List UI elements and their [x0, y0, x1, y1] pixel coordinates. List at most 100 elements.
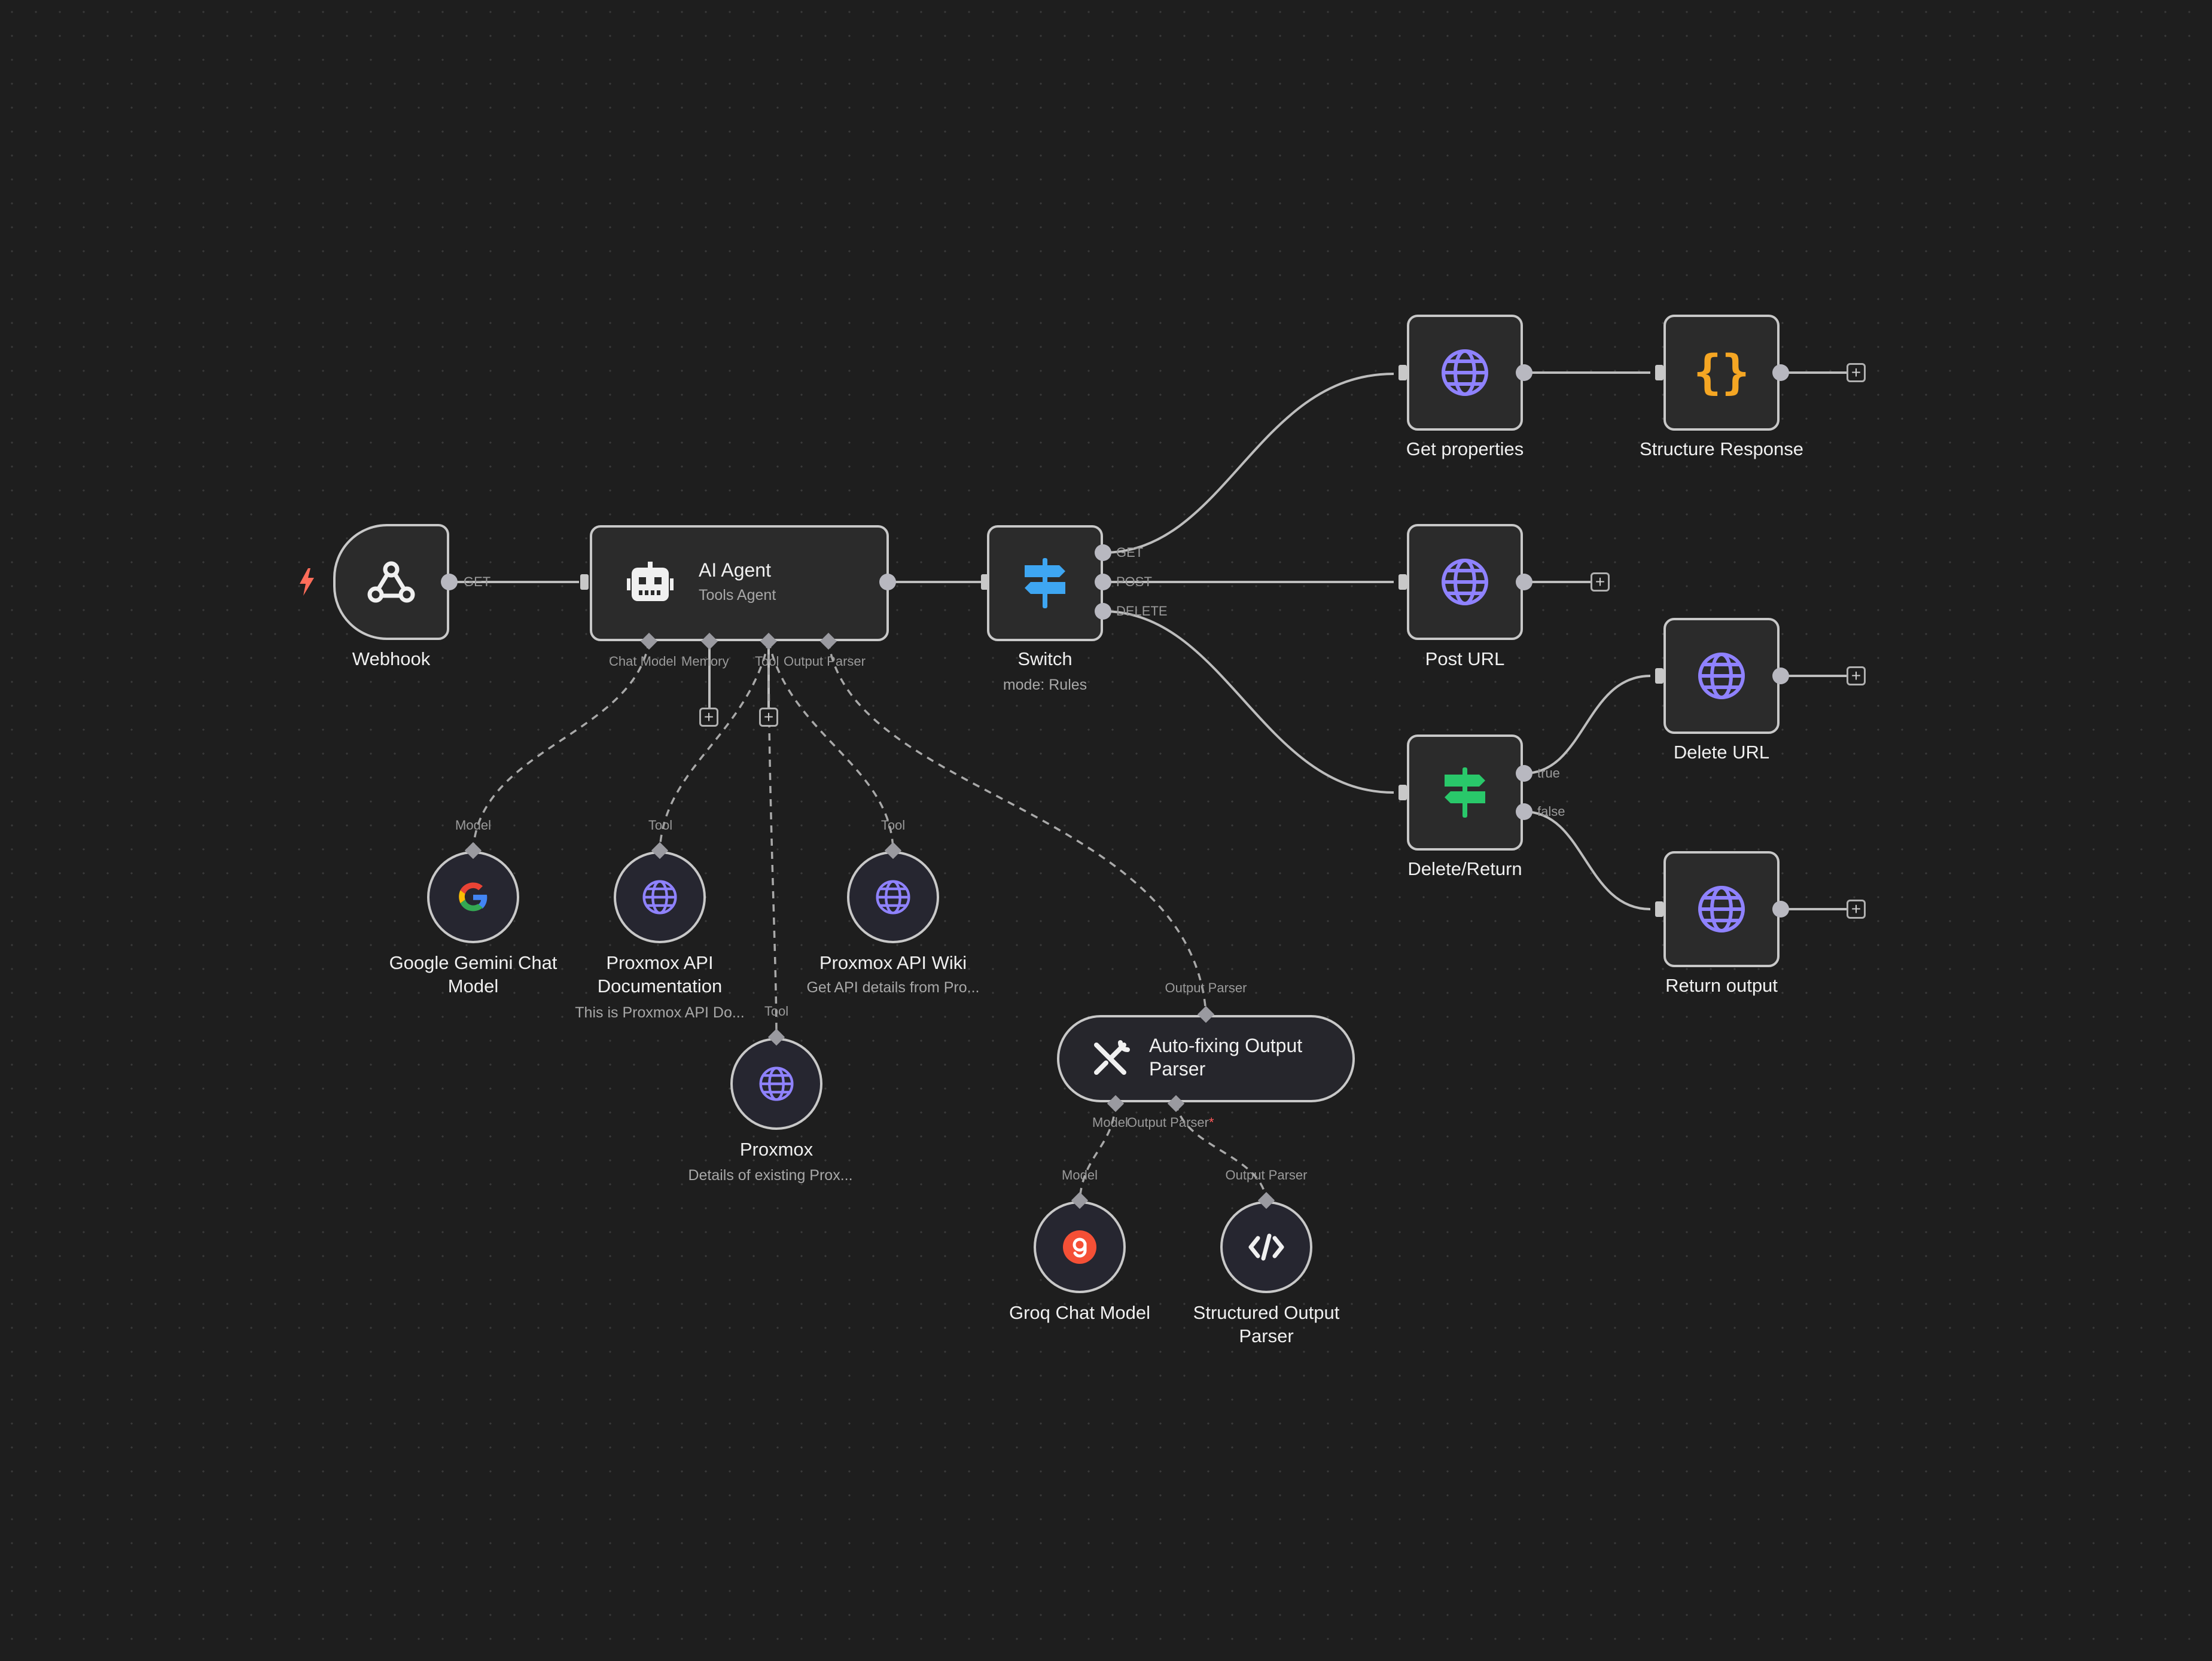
switch-get-port[interactable]: [1095, 544, 1111, 561]
autofix-label: Auto-fixing Output Parser: [1149, 1035, 1303, 1080]
robot-icon: [626, 559, 675, 608]
autofix-port-model: Model: [1092, 1115, 1128, 1130]
groq-icon: [1036, 1203, 1123, 1291]
switch-out-post: POST: [1116, 574, 1152, 589]
get-properties-output-port[interactable]: [1516, 364, 1532, 381]
structure-response-node[interactable]: {}: [1663, 315, 1780, 431]
webhook-out-label: GET: [464, 574, 491, 589]
delete-return-true-port[interactable]: [1516, 765, 1532, 782]
groq-port-label: Model: [1062, 1168, 1098, 1182]
delete-url-add-button[interactable]: +: [1847, 666, 1866, 685]
edge-switch-delete[interactable]: [1102, 610, 1394, 794]
agent-input-port[interactable]: [580, 574, 589, 590]
webhook-icon: [336, 526, 447, 638]
switch-sublabel: mode: Rules: [1003, 676, 1087, 693]
delete-return-out-true: true: [1537, 766, 1560, 781]
get-properties-input-port[interactable]: [1399, 365, 1407, 380]
proxmox-sublabel: Details of existing Prox...: [688, 1167, 853, 1184]
proxmox-doc-node[interactable]: [614, 851, 706, 943]
agent-port-memory: Memory: [681, 654, 729, 669]
delete-return-node[interactable]: [1407, 735, 1523, 851]
tools-icon: [1088, 1037, 1134, 1082]
agent-port-chatmodel: Chat Model: [609, 654, 677, 669]
edge-proxmox-tool[interactable]: [767, 641, 778, 1037]
google-icon: [429, 854, 517, 941]
signpost-icon: [989, 528, 1101, 639]
structured-parser-node[interactable]: [1220, 1201, 1312, 1293]
doc-sublabel: This is Proxmox API Do...: [575, 1004, 745, 1021]
structured-port-label: Output Parser: [1225, 1168, 1308, 1182]
structured-label: Structured Output Parser: [1193, 1302, 1340, 1346]
proxmox-port-label: Tool: [764, 1004, 789, 1019]
post-url-output-port[interactable]: [1516, 574, 1532, 590]
add-memory-button[interactable]: +: [699, 708, 718, 727]
get-properties-node[interactable]: [1407, 315, 1523, 431]
post-url-label: Post URL: [1425, 648, 1505, 669]
delete-url-output-port[interactable]: [1772, 668, 1789, 684]
post-add-button[interactable]: +: [1591, 572, 1610, 592]
add-tool-button[interactable]: +: [759, 708, 778, 727]
agent-port-outputparser: Output Parser: [784, 654, 866, 669]
gemini-label: Google Gemini Chat Model: [389, 952, 557, 996]
required-marker: *: [1208, 1115, 1214, 1130]
doc-label: Proxmox API Documentation: [597, 952, 723, 996]
webhook-output-port[interactable]: [441, 574, 458, 590]
switch-node[interactable]: [987, 525, 1103, 641]
agent-output-port[interactable]: [879, 574, 896, 590]
switch-delete-port[interactable]: [1095, 603, 1111, 620]
edge-gemini-chatmodel[interactable]: [472, 641, 650, 851]
structure-output-port[interactable]: [1772, 364, 1789, 381]
code-icon: [1223, 1203, 1310, 1291]
autofix-node[interactable]: Auto-fixing Output Parser: [1057, 1015, 1355, 1102]
proxmox-wiki-node[interactable]: [847, 851, 939, 943]
proxmox-node[interactable]: [730, 1038, 822, 1130]
structure-add-button[interactable]: +: [1847, 363, 1866, 382]
globe-icon: [733, 1040, 820, 1127]
switch-post-port[interactable]: [1095, 574, 1111, 590]
autofix-outputparser-text: Output Parser: [1127, 1115, 1209, 1130]
switch-out-get: GET: [1116, 545, 1144, 560]
delete-return-false-port[interactable]: [1516, 803, 1532, 820]
get-properties-label: Get properties: [1406, 438, 1524, 459]
delete-return-label: Delete/Return: [1407, 858, 1522, 879]
globe-icon: [616, 854, 703, 941]
lightning-bolt-icon: [294, 567, 318, 597]
structure-input-port[interactable]: [1655, 365, 1663, 380]
globe-icon: [1409, 317, 1521, 428]
webhook-node[interactable]: [333, 524, 449, 640]
proxmox-label: Proxmox: [739, 1139, 813, 1160]
wiki-port-label: Tool: [880, 818, 906, 833]
signpost-icon: [1409, 737, 1521, 848]
post-url-node[interactable]: [1407, 524, 1523, 640]
return-output-add-button[interactable]: +: [1847, 900, 1866, 919]
gemini-node[interactable]: [427, 851, 519, 943]
groq-label: Groq Chat Model: [1008, 1302, 1151, 1323]
globe-icon: [849, 854, 937, 941]
delete-url-label: Delete URL: [1673, 742, 1770, 763]
autofix-port-outputparser: Output Parser*: [1127, 1116, 1214, 1130]
globe-icon: [1666, 854, 1777, 965]
return-output-output-port[interactable]: [1772, 901, 1789, 918]
agent-title: AI Agent: [699, 559, 771, 581]
return-output-input-port[interactable]: [1655, 901, 1663, 917]
structure-response-label: Structure Response: [1640, 438, 1803, 459]
webhook-label: Webhook: [352, 648, 431, 669]
post-url-input-port[interactable]: [1399, 574, 1407, 590]
delete-return-out-false: false: [1537, 804, 1565, 819]
groq-node[interactable]: [1034, 1201, 1126, 1293]
delete-url-input-port[interactable]: [1655, 668, 1663, 684]
curly-braces-icon: {}: [1693, 346, 1750, 400]
doc-port-label: Tool: [648, 818, 673, 833]
delete-return-input-port[interactable]: [1399, 785, 1407, 800]
wiki-sublabel: Get API details from Pro...: [806, 979, 980, 996]
delete-url-node[interactable]: [1663, 618, 1780, 734]
globe-icon: [1666, 620, 1777, 732]
globe-icon: [1409, 526, 1521, 638]
edge-switch-get[interactable]: [1102, 373, 1394, 554]
ai-agent-node[interactable]: AI Agent Tools Agent: [590, 525, 889, 641]
return-output-node[interactable]: [1663, 851, 1780, 967]
agent-port-tool: Tool: [755, 654, 779, 669]
agent-subtitle: Tools Agent: [699, 587, 776, 604]
